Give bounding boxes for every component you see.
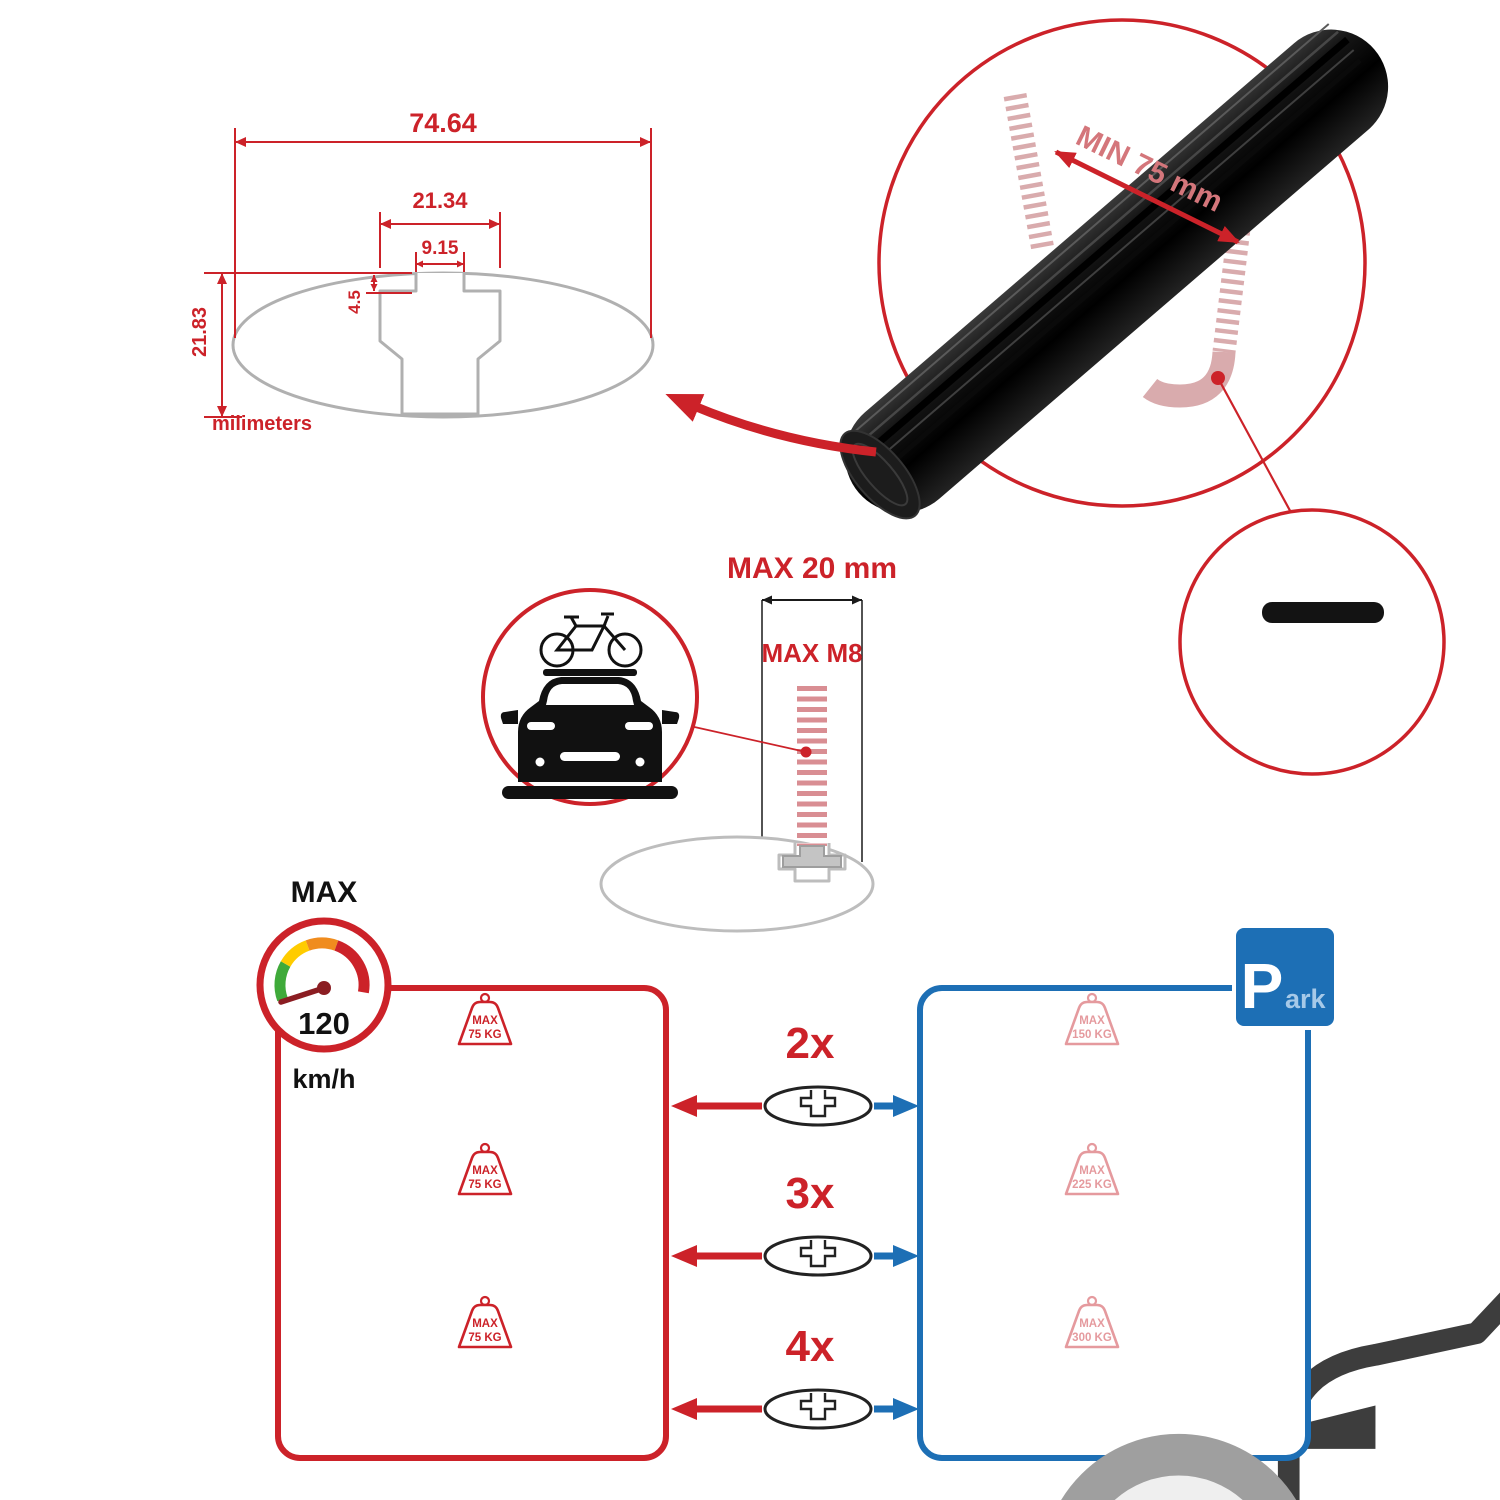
suv-circle (1178, 508, 1446, 776)
car-grille (560, 752, 620, 761)
crossbar-render-circle: MIN 75 mm (665, 18, 1389, 520)
units-label: milimeters (212, 413, 312, 435)
parking-box (917, 985, 1311, 1461)
park-sign: P ark (1232, 924, 1338, 1030)
roof-load-tag: MAX 300 KG (1064, 1295, 1120, 1349)
park-sign-p: P (1241, 950, 1284, 1022)
count-label: 3x (786, 1169, 835, 1218)
dimension-lines (204, 128, 652, 418)
car-windshield (546, 684, 634, 705)
car-headlight-left (527, 722, 555, 730)
roofbox-icon (1262, 602, 1384, 623)
min-span-arrow (1054, 149, 1240, 245)
suv-icon (1287, 1172, 1500, 1500)
bolt-thread-label: MAX M8 (761, 638, 862, 668)
tag-max-label: MAX (1079, 1165, 1105, 1177)
tag-kg-label: 75 KG (468, 1332, 501, 1344)
car-mirror-right (662, 710, 680, 724)
tag-max-label: MAX (472, 1318, 498, 1330)
roof-load-tag: MAX 150 KG (1064, 992, 1120, 1046)
tag-max-label: MAX (472, 1165, 498, 1177)
leader-line (1217, 377, 1295, 519)
bolt-leader-line (689, 725, 807, 753)
speedometer-arc (274, 937, 370, 1002)
car-with-bike-icon (481, 588, 699, 806)
bolt-diagram: MAX 20 mm MAX M8 (481, 552, 897, 933)
car-foglight-left (535, 757, 545, 767)
roof-load-tag: MAX 75 KG (457, 992, 513, 1046)
speedometer-needle (278, 985, 327, 1005)
bar-count-rows: 2x 3x 4x (671, 1019, 919, 1430)
speed-max-label: MAX (291, 876, 358, 909)
count-label: 4x (786, 1322, 835, 1371)
tag-max-label: MAX (1079, 1318, 1105, 1330)
car-mirror-left (500, 710, 518, 724)
car-foglight-right (635, 757, 645, 767)
car-headlight-right (625, 722, 653, 730)
profile-ghost (599, 835, 875, 933)
roof-load-tag: MAX 75 KG (457, 1295, 513, 1349)
dim-total-height-label: 21.83 (189, 307, 211, 357)
ground-bar (502, 786, 678, 799)
tag-kg-label: 300 KG (1072, 1332, 1112, 1344)
roof-load-tag: MAX 75 KG (457, 1142, 513, 1196)
pointer-arrow (665, 394, 877, 457)
dim-channel-width-label: 21.34 (412, 188, 468, 213)
dimension-diagram: 74.64 21.34 9.15 4.5 21.83 milimeters (189, 108, 655, 435)
suv-roofbox-circle (1178, 508, 1500, 1500)
roof-rack-bar (543, 669, 637, 676)
roof-load-tag: MAX 225 KG (1064, 1142, 1120, 1196)
bolt-t-head (782, 845, 842, 868)
crossbar-profile-icon (763, 1388, 873, 1430)
tag-max-label: MAX (472, 1015, 498, 1027)
driving-cars: MAX 75 KG MAX 75 KG MAX 75 KG (310, 992, 1500, 1500)
crossbar-profile-icon (763, 1235, 873, 1277)
speed-value: 120 (298, 1006, 350, 1041)
park-sign-ark: ark (1285, 984, 1327, 1014)
dim-slot-width-label: 9.15 (422, 238, 459, 259)
tag-kg-label: 225 KG (1072, 1179, 1112, 1191)
bolt-width-label: MAX 20 mm (727, 552, 897, 585)
parking-cars: MAX 150 KG MAX 225 KG MAX 300 KG (1064, 992, 1120, 1349)
tag-max-label: MAX (1079, 1015, 1105, 1027)
speedometer-hub (317, 981, 331, 995)
tag-kg-label: 150 KG (1072, 1029, 1112, 1041)
speed-unit: km/h (292, 1064, 355, 1094)
dim-total-width-label: 74.64 (409, 108, 477, 138)
driving-box (275, 985, 669, 1461)
speed-limit-group: MAX 120 km/h (256, 876, 392, 1094)
tag-kg-label: 75 KG (468, 1179, 501, 1191)
crossbar-profile-icon (763, 1085, 873, 1127)
count-label: 2x (786, 1019, 835, 1068)
bicycle-icon (539, 612, 643, 668)
tag-kg-label: 75 KG (468, 1029, 501, 1041)
dim-lip-depth-label: 4.5 (345, 290, 364, 314)
crossbar-t-slot (378, 273, 502, 416)
